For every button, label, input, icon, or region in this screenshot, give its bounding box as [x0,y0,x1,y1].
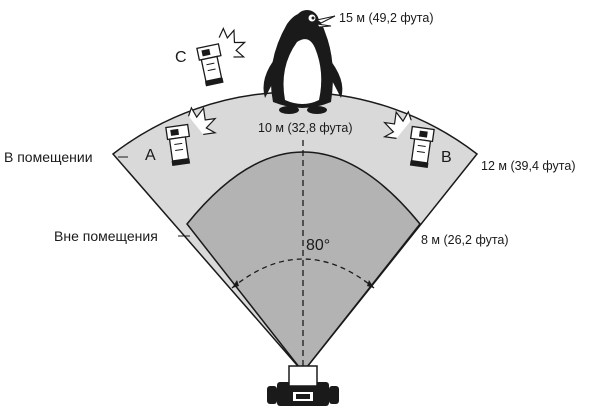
indoor-zone-label: В помещении [4,149,93,165]
penguin-icon [263,10,343,114]
distance-label-12m: 12 м (39,4 фута) [481,159,576,173]
flash-label-a: A [145,147,156,164]
distance-label-8m: 8 м (26,2 фута) [421,233,509,247]
outdoor-zone-label: Вне помещения [54,228,158,244]
angle-arc [231,258,375,289]
flash-label-b: B [441,149,452,166]
flash-unit-c-icon [196,27,247,87]
distance-label-15m: 15 м (49,2 фута) [339,11,434,25]
flash-unit-b-icon [382,110,435,169]
camera-icon [267,365,339,406]
distance-label-10m: 10 м (32,8 фута) [258,121,353,135]
angle-arrow-left-icon [232,280,239,288]
angle-arrow-right-icon [367,280,374,288]
flash-label-c: C [175,49,187,66]
flash-unit-a-icon [165,106,217,167]
angle-label: 80° [306,237,330,254]
